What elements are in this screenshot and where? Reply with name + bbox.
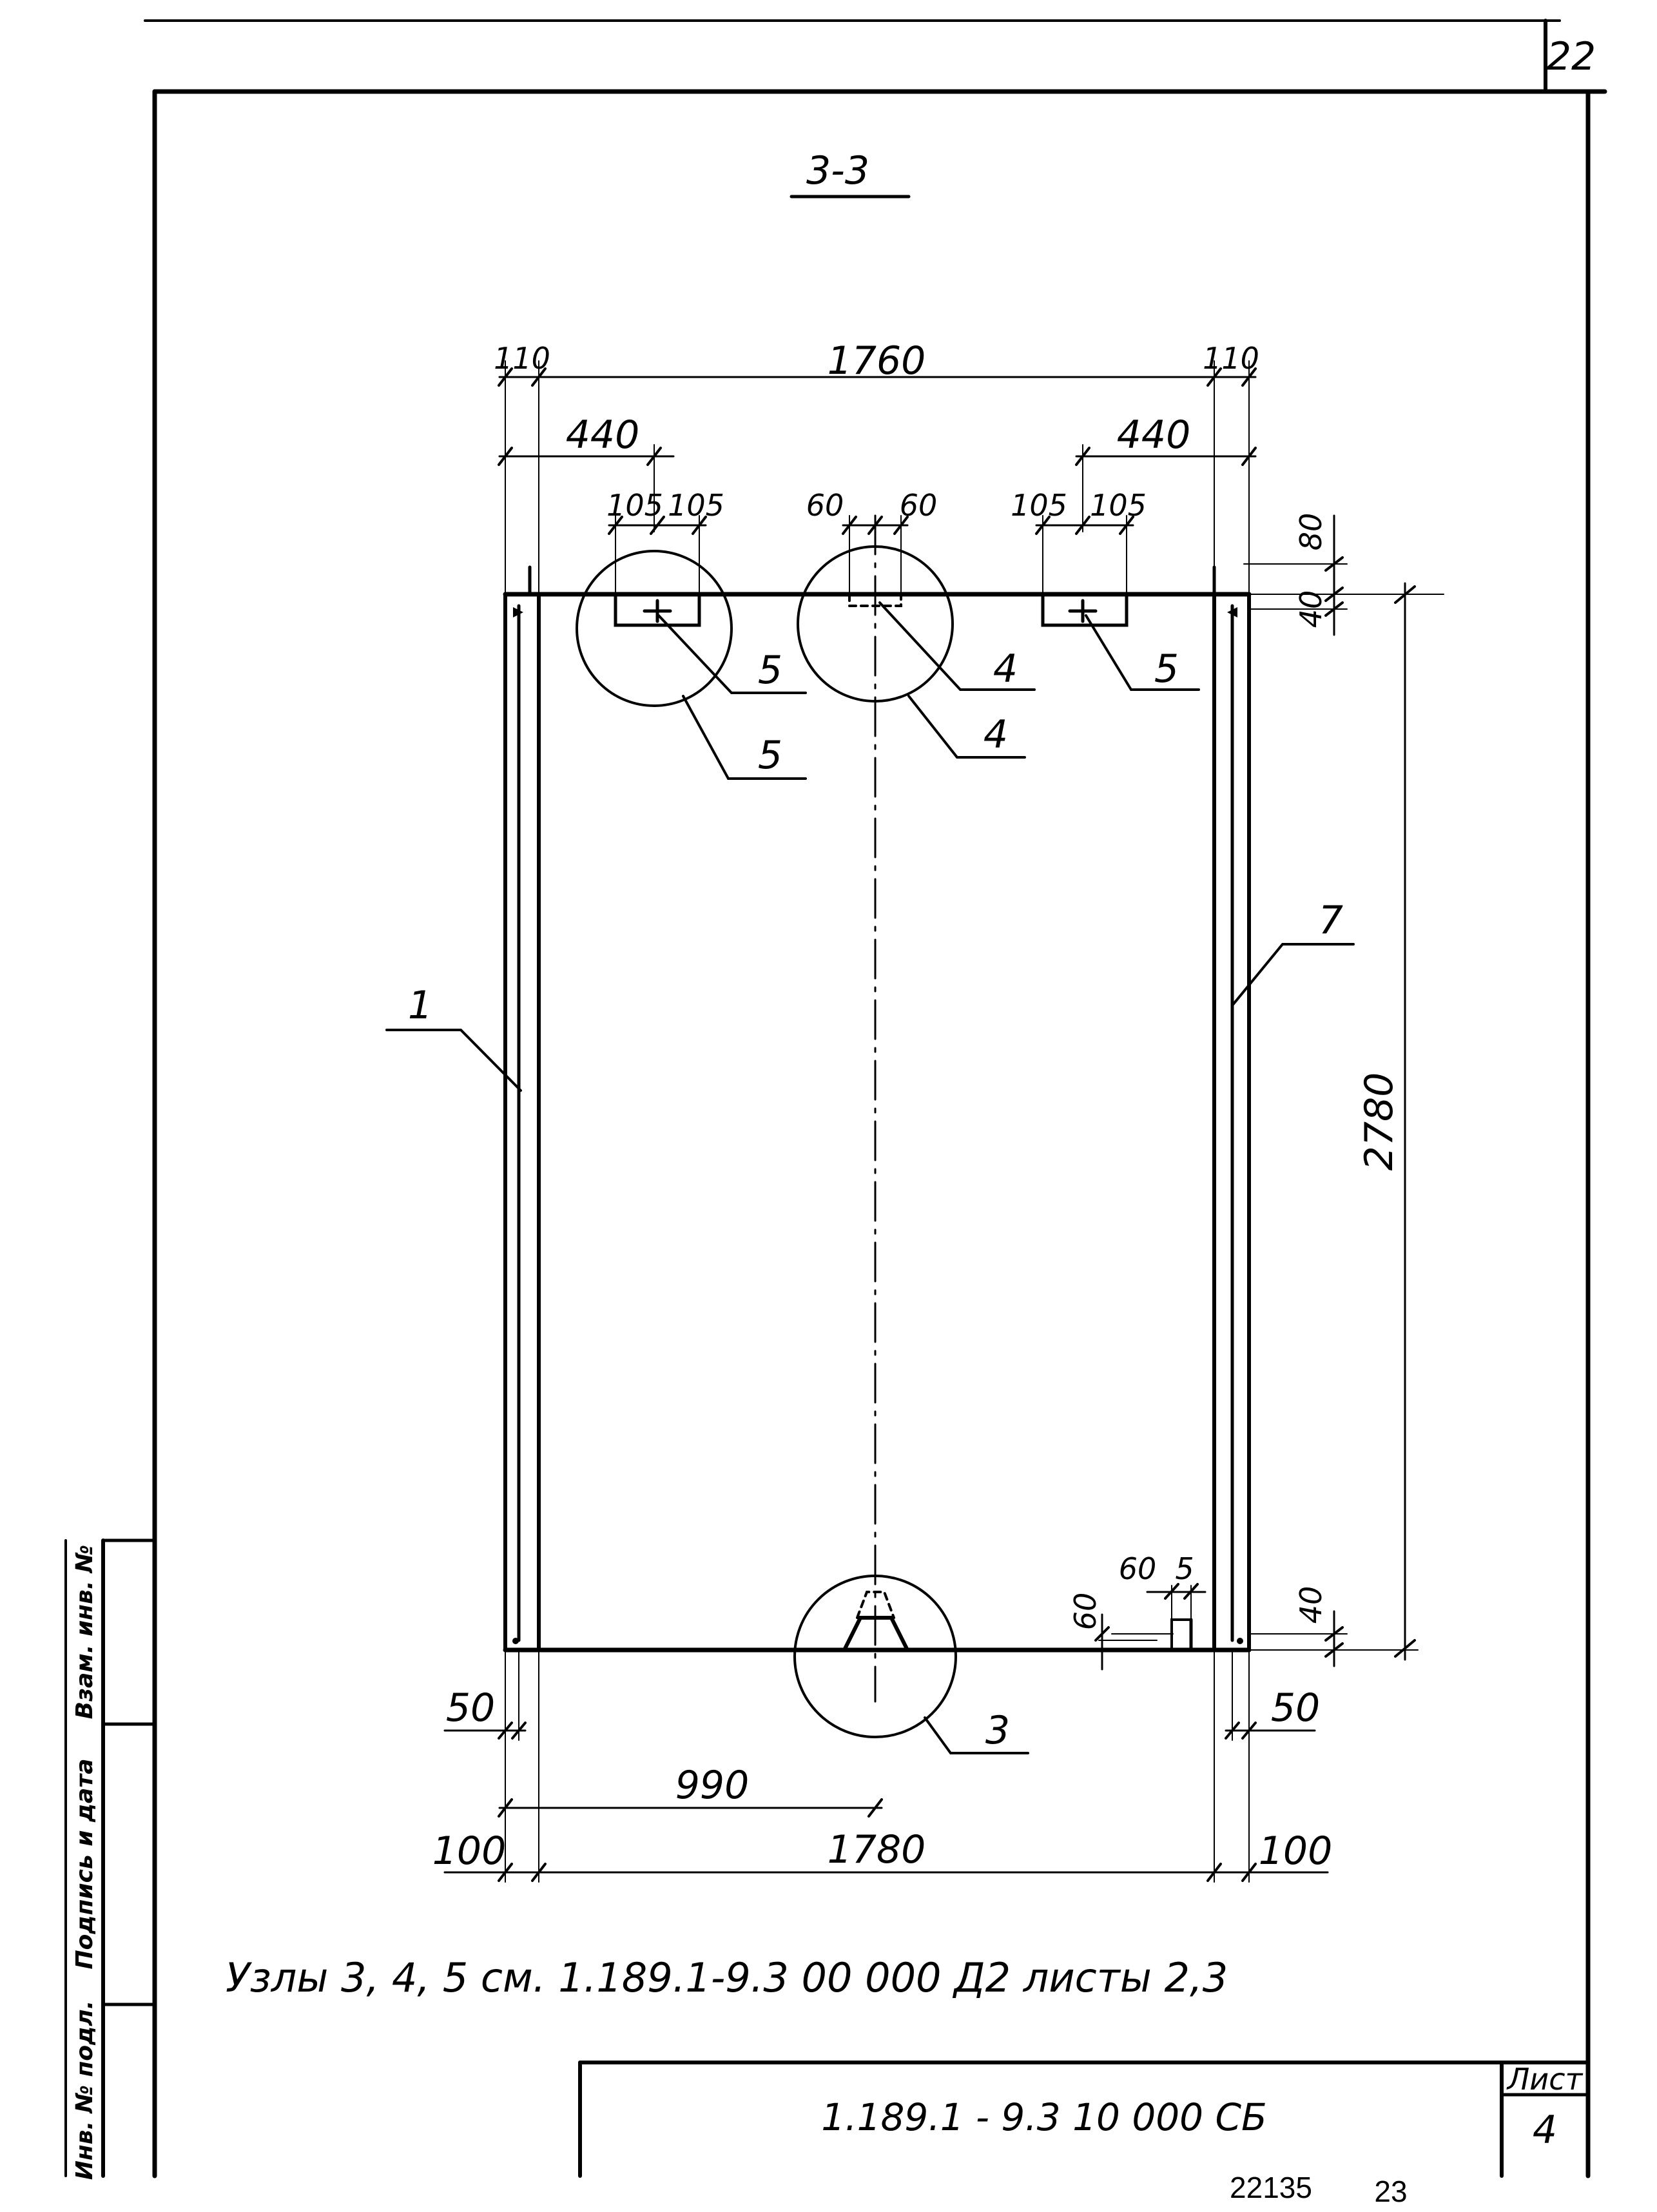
dim-top-1760: 1760 <box>828 338 926 383</box>
dim-bottom-100-right: 100 <box>1259 1829 1333 1874</box>
panel-outline <box>503 565 1252 1653</box>
sheet-number: 22 <box>1547 34 1596 79</box>
dim-right-80: 80 <box>1294 513 1328 551</box>
node-4 <box>797 545 1036 759</box>
dim-bottom-1780: 1780 <box>828 1827 926 1872</box>
node-5-left <box>576 550 807 780</box>
title-block-sheet-label: Лист <box>1506 2062 1584 2097</box>
dim-top-110-right: 110 <box>1203 341 1259 376</box>
dim-top-440-left: 440 <box>566 412 640 458</box>
dim-top-105-c: 105 <box>1011 488 1067 523</box>
title-block-designation: 1.189.1 - 9.3 10 000 СБ <box>821 2095 1267 2139</box>
section-title: 3-3 <box>806 148 869 193</box>
leader-item-1 <box>385 1029 522 1092</box>
dim-top-105-d: 105 <box>1090 488 1147 523</box>
side-stamp-sign: Подпись и дата <box>72 1759 98 1970</box>
callout-item-7: 7 <box>1319 898 1343 943</box>
dim-bottom-100-left: 100 <box>432 1829 507 1874</box>
dim-top-105-b: 105 <box>668 488 724 523</box>
callout-node-5-left-small: 5 <box>758 648 782 693</box>
dim-top-60-a: 60 <box>806 488 844 523</box>
side-stamp-replace: Взам. инв. № <box>72 1545 98 1720</box>
dim-right-40-bottom: 40 <box>1294 1586 1328 1624</box>
bottom-right-insert <box>1170 1618 1193 1652</box>
dim-bottom-60-side: 60 <box>1068 1593 1103 1631</box>
dim-bottom-5: 5 <box>1175 1551 1194 1586</box>
dim-top-440-right: 440 <box>1117 412 1191 458</box>
dim-bottom-50-right: 50 <box>1271 1685 1320 1731</box>
callout-node-5-right: 5 <box>1154 646 1179 692</box>
title-block-sheet-value: 4 <box>1533 2108 1557 2153</box>
leader-item-7 <box>1231 943 1355 1007</box>
callout-node-4-circle: 4 <box>984 712 1008 757</box>
bottom-dimension-lines <box>443 1583 1329 1883</box>
footer-page: 23 <box>1374 2175 1407 2208</box>
callout-item-1: 1 <box>408 983 432 1028</box>
dim-bottom-60-top: 60 <box>1119 1551 1157 1586</box>
callout-node-5-left-circle: 5 <box>758 733 782 778</box>
title-block <box>578 2061 1590 2178</box>
node-5-right <box>1041 592 1200 691</box>
side-stamp-inv: Инв. № подл. <box>72 2001 98 2180</box>
dim-right-2780: 2780 <box>1357 1072 1402 1171</box>
footer-code: 22135 <box>1230 2171 1312 2204</box>
dim-bottom-990: 990 <box>675 1763 750 1808</box>
side-stamp <box>64 1538 157 2178</box>
top-dimension-lines <box>498 360 1257 595</box>
callout-node-4-small: 4 <box>993 646 1018 692</box>
callout-node-3: 3 <box>985 1708 1010 1753</box>
reference-note: Узлы 3, 4, 5 см. 1.189.1-9.3 00 000 Д2 л… <box>226 1954 1228 2001</box>
dim-top-110-left: 110 <box>494 341 550 376</box>
node-3 <box>793 1575 1029 1754</box>
dim-right-40-top: 40 <box>1294 590 1328 628</box>
sheet-frame <box>144 19 1607 2178</box>
dim-bottom-50-left: 50 <box>446 1685 495 1731</box>
dim-top-60-b: 60 <box>900 488 938 523</box>
right-dimension-lines <box>1243 514 1444 1667</box>
dim-top-105-a: 105 <box>606 488 663 523</box>
